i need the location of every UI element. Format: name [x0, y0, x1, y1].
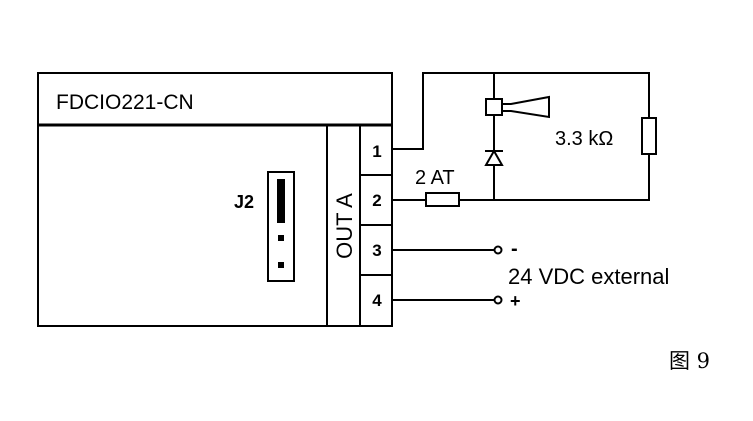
terminal-3-label: 3: [372, 241, 381, 260]
jumper-j2: [267, 171, 295, 282]
supply-minus-label: -: [511, 238, 518, 260]
diode: [484, 148, 504, 166]
jumper-j2-pin: [278, 262, 284, 268]
wire-resistor-return: [392, 154, 650, 201]
supply-minus-terminal: [493, 245, 503, 255]
fuse-label: 2 AT: [415, 167, 455, 189]
output-label: OUT A: [332, 193, 357, 259]
wire-terminal-1: [392, 72, 650, 150]
sounder-horn: [502, 95, 550, 119]
terminal-2-label: 2: [372, 191, 381, 210]
figure-caption: 图 9: [669, 349, 710, 373]
jumper-label: J2: [234, 192, 254, 212]
supply-plus-label: +: [510, 291, 521, 311]
fuse: [425, 192, 460, 207]
module-title: FDCIO221-CN: [56, 91, 194, 114]
supply-label: 24 VDC external: [508, 264, 669, 289]
jumper-j2-bridge: [277, 179, 285, 223]
resistor: [641, 117, 657, 155]
resistor-label: 3.3 kΩ: [555, 128, 613, 150]
jumper-j2-pin: [278, 235, 284, 241]
terminal-1-label: 1: [372, 142, 381, 161]
terminal-4-label: 4: [372, 291, 382, 310]
sounder-coil: [485, 98, 503, 116]
supply-plus-terminal: [493, 295, 503, 305]
